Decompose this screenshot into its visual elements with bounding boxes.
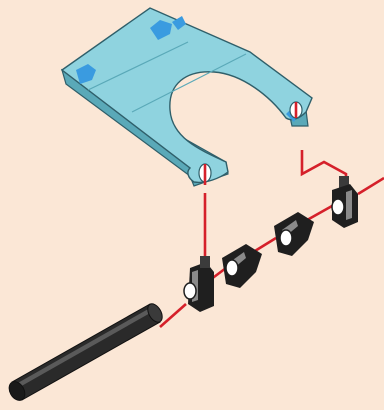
blue-plate bbox=[62, 8, 312, 186]
connector-socket bbox=[184, 283, 196, 299]
connector-stem bbox=[200, 256, 210, 268]
guide-axis-segment bbox=[358, 178, 384, 194]
plate-top-face bbox=[62, 8, 312, 182]
black-rod bbox=[6, 301, 165, 403]
clip-socket bbox=[226, 260, 238, 276]
guide-axis-segment bbox=[160, 304, 186, 327]
black-clip-1 bbox=[222, 244, 262, 288]
black-clip-2 bbox=[274, 212, 314, 256]
black-connector-right bbox=[332, 176, 358, 228]
clip-socket bbox=[280, 230, 292, 246]
rod-highlight bbox=[16, 308, 152, 388]
connector-socket bbox=[332, 199, 344, 215]
connector-highlight bbox=[346, 190, 352, 220]
black-connector-left bbox=[184, 256, 214, 312]
